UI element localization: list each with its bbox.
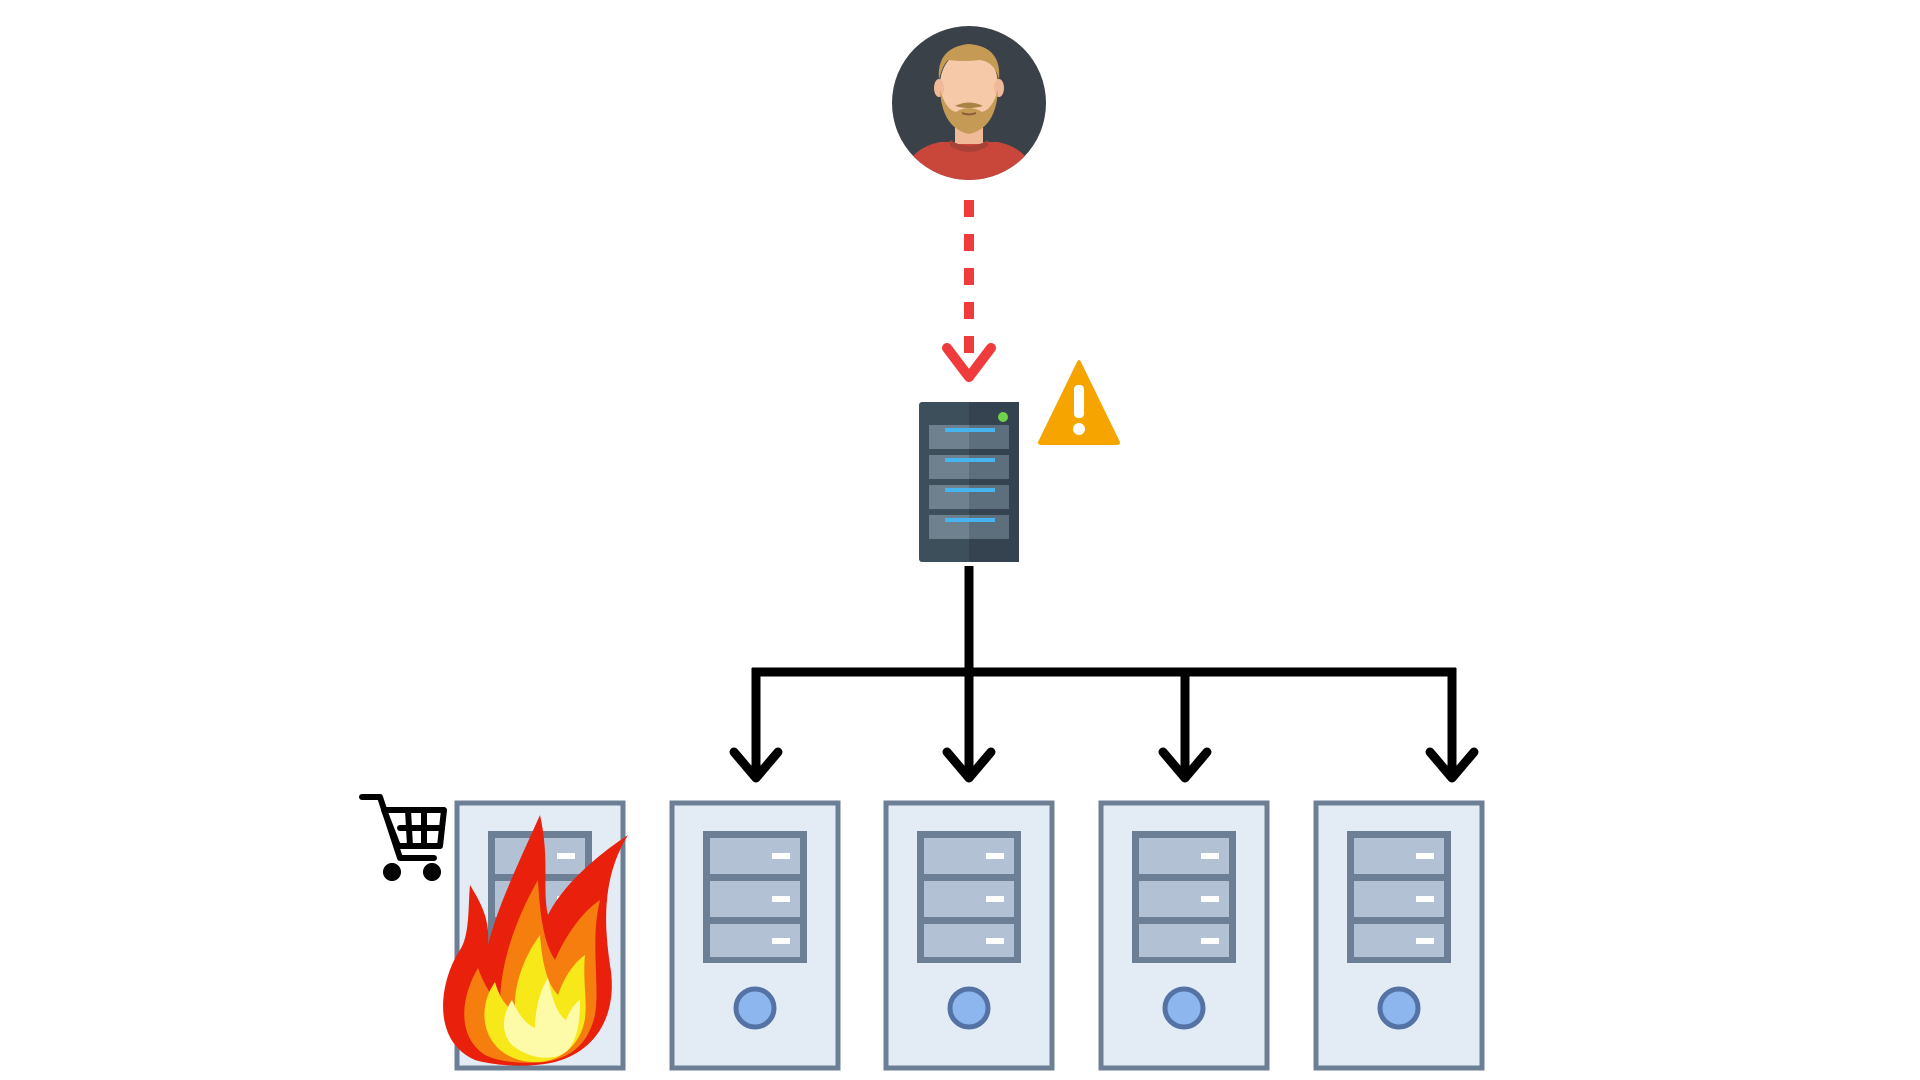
user-avatar — [892, 26, 1046, 180]
warning-icon — [1038, 360, 1120, 445]
backend-server-2 — [672, 803, 838, 1068]
request-arrow — [942, 200, 996, 382]
shopping-cart-icon — [359, 794, 447, 881]
backend-server-3 — [886, 803, 1052, 1068]
rack-server-icon — [919, 402, 1019, 562]
backend-server-4 — [1101, 803, 1267, 1068]
fire-icon — [443, 815, 628, 1066]
distribution-connectors — [734, 566, 1474, 778]
backend-server-5 — [1316, 803, 1482, 1068]
